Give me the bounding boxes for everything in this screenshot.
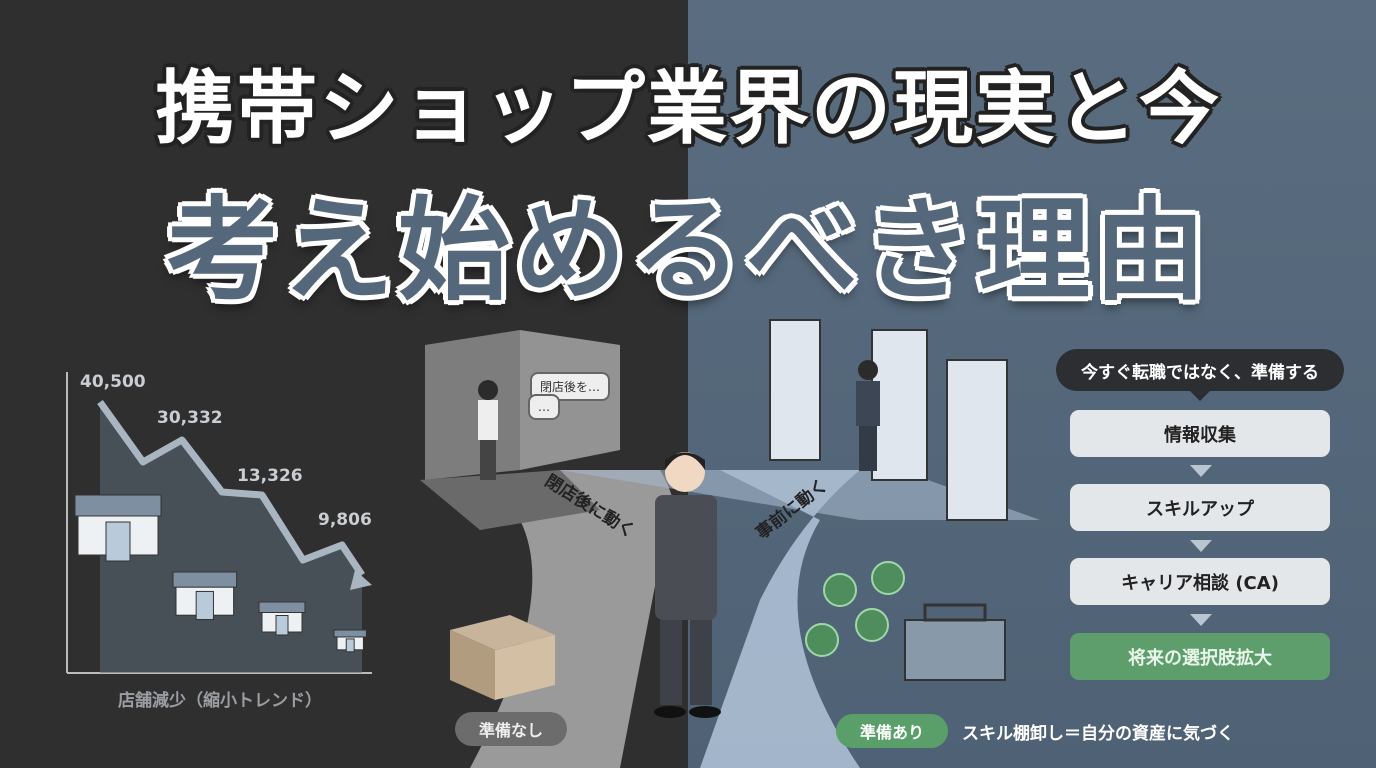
chart-value-label: 9,806 xyxy=(318,510,372,530)
flow-step: スキルアップ xyxy=(1070,484,1330,531)
door xyxy=(946,359,1008,521)
confident-person xyxy=(856,360,880,471)
flow-arrow-icon xyxy=(1190,614,1212,626)
prepared-note: スキル棚卸し＝自分の資産に気づく xyxy=(962,724,1234,744)
thinking-businessman xyxy=(654,452,721,718)
skill-icons xyxy=(805,561,905,657)
prepared-badge: 準備あり xyxy=(836,714,948,748)
left-floor xyxy=(420,470,600,530)
flow-final-step: 将来の選択肢拡大 xyxy=(1070,633,1330,680)
store-decline-chart xyxy=(66,372,372,674)
chart-caption: 店舗減少（縮小トレンド） xyxy=(118,691,322,711)
flow-step: キャリア相談 (CA) xyxy=(1070,558,1330,605)
right-road xyxy=(700,470,860,768)
store-icon xyxy=(258,601,306,636)
chart-value-label: 40,500 xyxy=(80,372,146,392)
toolbox-icon xyxy=(904,603,1006,681)
title-line-2: 考え始めるべき理由 xyxy=(166,186,1210,316)
title-line-1: 携帯ショップ業界の現実と今 xyxy=(155,62,1221,155)
flow-arrow-icon xyxy=(1190,465,1212,477)
chart-value-label: 30,332 xyxy=(157,408,223,428)
flow-arrow-icon xyxy=(1190,540,1212,552)
door xyxy=(871,329,928,481)
trend-arrow-icon xyxy=(350,570,372,590)
store-icon xyxy=(333,629,367,653)
empty-box-icon xyxy=(450,615,555,700)
chart-value-label: 13,326 xyxy=(237,466,303,486)
store-icon xyxy=(172,571,238,621)
left-road xyxy=(470,470,675,768)
speech-bubble-ellipsis: … xyxy=(528,394,560,420)
door xyxy=(769,319,821,461)
prepare-callout: 今すぐ転職ではなく、準備する xyxy=(1056,349,1344,401)
flow-step: 情報収集 xyxy=(1070,410,1330,457)
unprepared-badge: 準備なし xyxy=(455,712,567,746)
store-icon xyxy=(74,494,162,562)
worried-person xyxy=(478,380,498,480)
decline-line xyxy=(97,399,365,577)
left-wall xyxy=(425,330,520,480)
